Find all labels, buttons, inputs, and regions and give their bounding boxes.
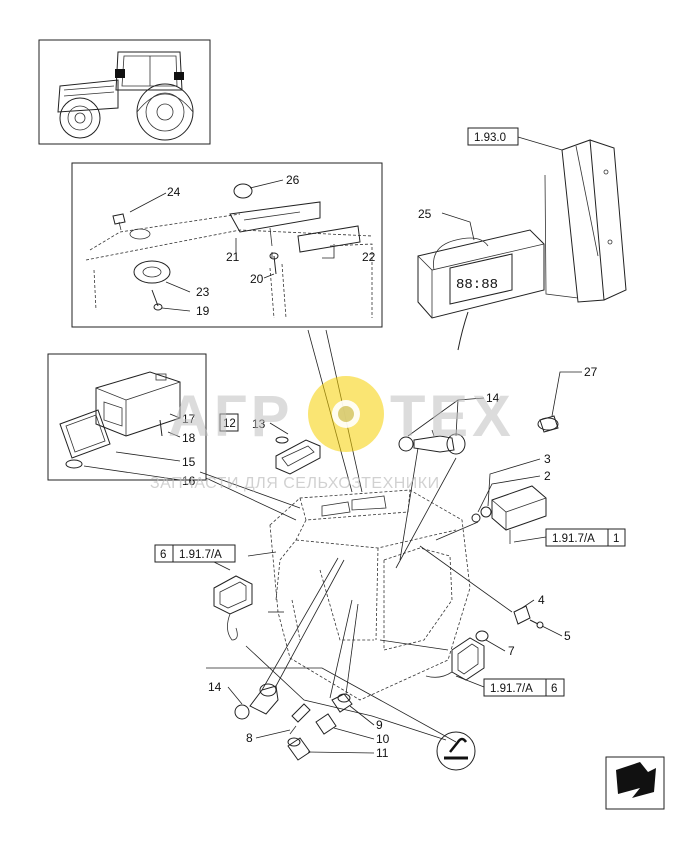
callout-3: 3 [544, 452, 551, 466]
watermark: АГР ТЕХ ЗАПЧАСТИ ДЛЯ СЕЛЬХОЗТЕХНИКИ [150, 376, 515, 492]
ref-1930-label: 1.93.0 [474, 132, 506, 144]
callout-23: 23 [196, 285, 210, 299]
cab-main [269, 489, 471, 701]
connector-8 [289, 703, 311, 735]
cab-pillar [544, 139, 627, 303]
callout-15: 15 [182, 455, 196, 469]
callout-10: 10 [376, 732, 390, 746]
plate-23 [129, 228, 171, 284]
light-right-1 [471, 485, 547, 544]
callout-17: 17 [182, 412, 196, 426]
bulb-27 [537, 415, 559, 433]
clock-25: 88:88 [417, 229, 545, 351]
callout-25: 25 [418, 207, 432, 221]
screw-20 [269, 252, 279, 275]
cap-26 [233, 183, 253, 199]
ref-right-bottom-qty: 6 [551, 683, 557, 695]
light-7 [425, 630, 489, 681]
inset-work-light-housing [47, 353, 207, 481]
callout-27: 27 [584, 365, 598, 379]
callout-2: 2 [544, 469, 551, 483]
callout-22: 22 [362, 250, 376, 264]
callout-14-upper: 14 [486, 391, 500, 405]
wiring-symbol-icon[interactable] [436, 731, 476, 771]
inset-roof-light-assembly [71, 162, 383, 328]
ref-12-label: 12 [223, 418, 236, 430]
ref-left-code: 1.91.7/A [179, 549, 222, 561]
ref-right-top-code: 1.91.7/A [552, 533, 595, 545]
lamp-13 [275, 436, 321, 475]
callout-13: 13 [252, 417, 266, 431]
callout-7: 7 [508, 644, 515, 658]
screw-19 [151, 289, 163, 311]
callout-9: 9 [376, 718, 383, 732]
tractor-icon [57, 51, 194, 141]
bolt-24 [112, 213, 126, 231]
tractor-thumbnail [38, 39, 211, 145]
bracket-21 [229, 201, 321, 247]
watermark-brand-left: АГР [168, 384, 293, 449]
ref-box-right-top[interactable]: 1.91.7/A 1 [545, 528, 626, 547]
watermark-brand-right: ТЕХ [390, 384, 515, 449]
switch-14-lower [234, 683, 279, 720]
ref-box-1930[interactable]: 1.93.0 [467, 127, 519, 146]
gear-logo-icon [308, 376, 384, 452]
callout-labels: 24 26 21 22 20 23 19 25 27 17 18 15 16 1… [167, 173, 598, 760]
leader-lines [83, 136, 582, 754]
ref-box-right-bottom[interactable]: 1.91.7/A 6 [483, 678, 565, 697]
connector-11 [287, 737, 311, 761]
ref-right-top-qty: 1 [613, 533, 619, 545]
ref-left-qty: 6 [160, 549, 166, 561]
callout-16: 16 [182, 474, 196, 488]
next-page-arrow-icon[interactable] [605, 756, 665, 810]
ref-box-12[interactable]: 12 [219, 413, 239, 432]
ref-right-bottom-code: 1.91.7/A [490, 683, 533, 695]
callout-19: 19 [196, 304, 210, 318]
callout-26: 26 [286, 173, 300, 187]
callout-4: 4 [538, 593, 545, 607]
connector-10 [315, 713, 337, 735]
clock-display: 88:88 [456, 277, 498, 293]
callout-5: 5 [564, 629, 571, 643]
ref-box-left[interactable]: 6 1.91.7/A [154, 544, 236, 563]
bracket-4-5 [513, 605, 544, 629]
light-left [213, 575, 253, 641]
watermark-subtitle: ЗАПЧАСТИ ДЛЯ СЕЛЬХОЗТЕХНИКИ [150, 475, 440, 492]
callout-18: 18 [182, 431, 196, 445]
callout-21: 21 [226, 250, 240, 264]
lens-22 [297, 225, 361, 253]
callout-11: 11 [376, 746, 389, 760]
bulb-16 [65, 459, 83, 469]
callout-8: 8 [246, 731, 253, 745]
screw-18 [159, 419, 163, 437]
callout-14-lower: 14 [208, 680, 222, 694]
lens-15 [59, 409, 111, 459]
callout-24: 24 [167, 185, 181, 199]
callout-20: 20 [250, 272, 264, 286]
